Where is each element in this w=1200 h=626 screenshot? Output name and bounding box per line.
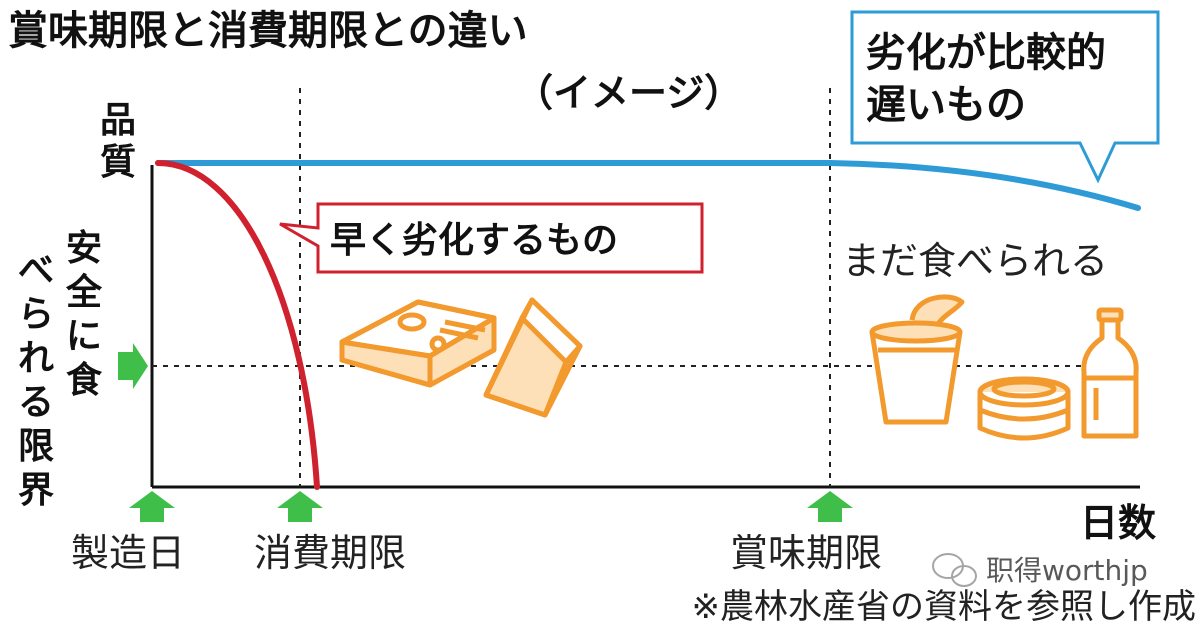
- still-edible-label: まだ食べられる: [842, 239, 1108, 283]
- safety-limit-arrow-icon: [118, 343, 148, 389]
- safety-limit-char: べ: [18, 250, 54, 291]
- slow-degradation-curve: [155, 160, 1141, 211]
- fast-curve-callout: 早く劣化するもの: [279, 202, 704, 274]
- sandwich-icon: [483, 297, 583, 418]
- source-note: ※農林水産省の資料を参照し作成: [692, 587, 1197, 626]
- best-before-label: 賞味期限: [730, 531, 882, 575]
- slow-curve-label-line2: 遅いもの: [866, 82, 1026, 128]
- watermark-text: 职得worthjp: [986, 554, 1148, 587]
- manufacture-arrow-icon: [129, 491, 175, 522]
- fast-degradation-curve: [155, 160, 320, 490]
- safety-limit-char: 全: [65, 271, 103, 313]
- manufacture-date-label: 製造日: [71, 531, 185, 575]
- best-before-arrow-icon: [807, 491, 853, 522]
- safety-limit-char: 界: [18, 470, 54, 511]
- safety-limit-char: に: [66, 316, 102, 357]
- safety-limit-char: る: [18, 382, 54, 423]
- x-axis-label: 日数: [1080, 501, 1156, 545]
- slow-curve-callout: 劣化が比較的 遅いもの: [850, 10, 1160, 184]
- safety-limit-char: れ: [18, 338, 54, 379]
- diagram-title: 賞味期限と消費期限との違い: [8, 8, 528, 54]
- canned-food-icon: [977, 376, 1071, 441]
- wechat-logo-icon: [932, 553, 977, 587]
- safety-limit-char: 安: [66, 228, 102, 269]
- diagram-subtitle: （イメージ）: [515, 71, 742, 115]
- consumption-deadline-label: 消費期限: [254, 531, 406, 575]
- consumption-arrow-icon: [277, 491, 323, 522]
- watermark: 职得worthjp: [932, 553, 1148, 587]
- safety-limit-char: ら: [18, 294, 54, 335]
- fast-curve-label: 早く劣化するもの: [330, 220, 618, 261]
- slow-curve-label-line1: 劣化が比較的: [866, 30, 1106, 76]
- bottle-icon: [1081, 307, 1139, 439]
- cup-noodle-icon: [869, 294, 965, 425]
- y-axis-label: 品質: [100, 100, 136, 183]
- safety-limit-char: 限: [18, 426, 54, 467]
- safety-limit-char: 食: [66, 360, 103, 401]
- bento-box-icon: [339, 299, 497, 388]
